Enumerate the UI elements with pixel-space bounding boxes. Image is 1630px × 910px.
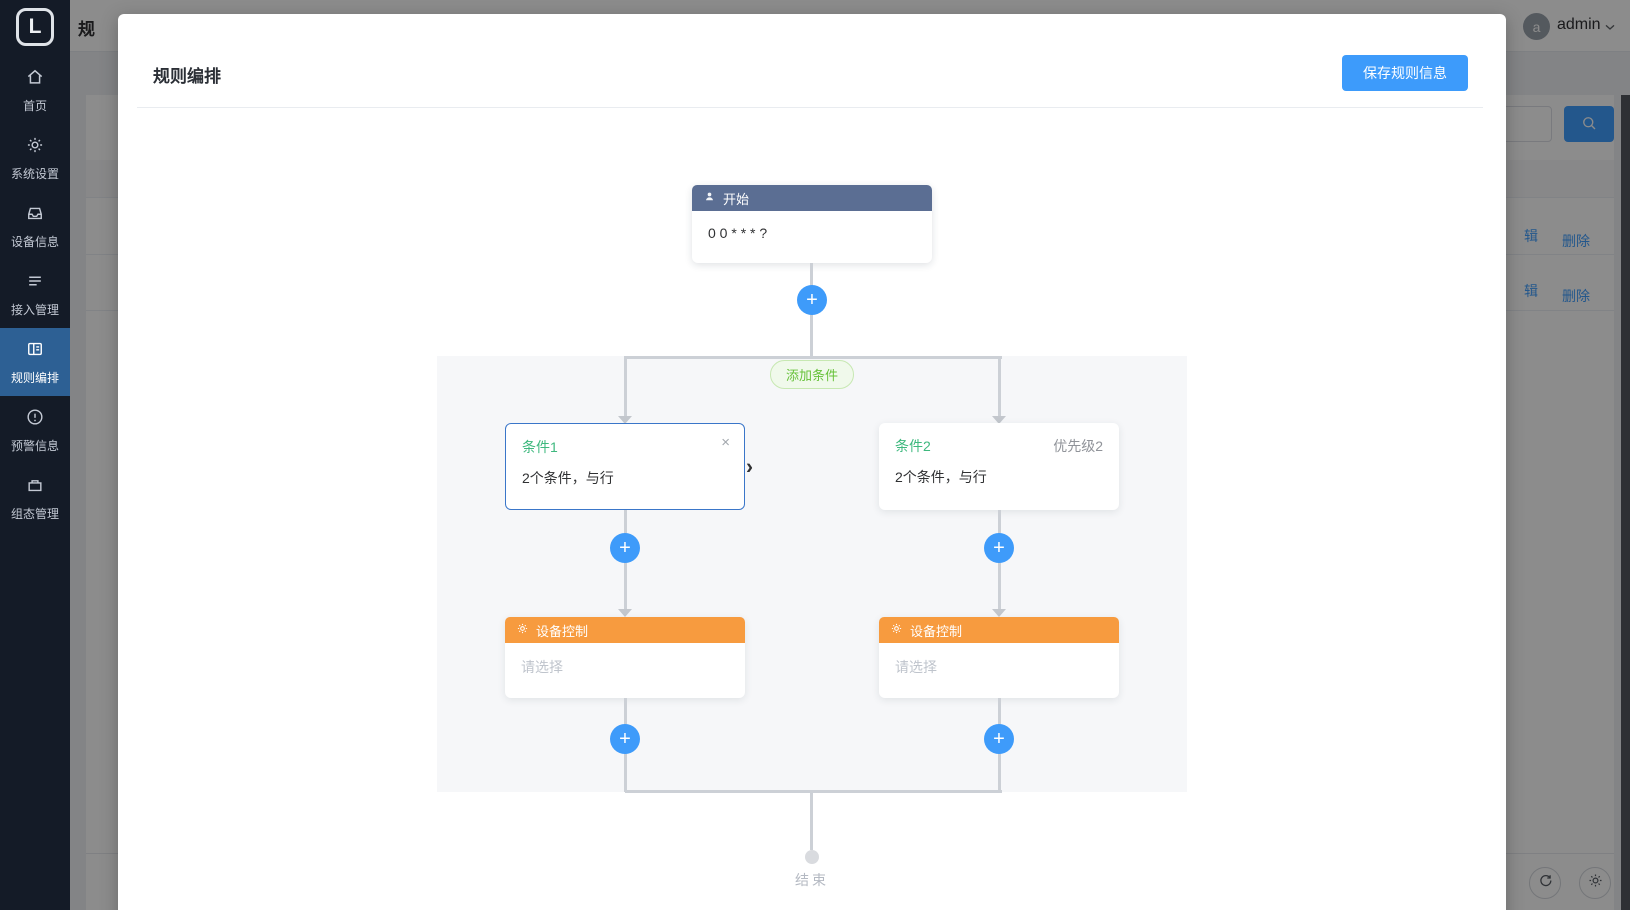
sidebar-item-rule-orchestration[interactable]: 规则编排 bbox=[0, 328, 70, 396]
plus-icon: + bbox=[993, 537, 1005, 559]
device-control-title: 设备控制 bbox=[536, 623, 589, 639]
connector-line bbox=[625, 790, 1002, 793]
add-condition-button[interactable]: 添加条件 bbox=[769, 360, 855, 389]
end-node-dot bbox=[805, 850, 819, 864]
sidebar-item-home[interactable]: 首页 bbox=[0, 56, 70, 124]
scrollbar[interactable] bbox=[1621, 95, 1630, 910]
condition-node-1[interactable]: 条件1 2个条件，与行 × › bbox=[505, 423, 753, 510]
arrow-down-icon bbox=[618, 609, 632, 617]
dialog-title: 规则编排 bbox=[153, 67, 221, 86]
person-icon bbox=[703, 190, 716, 206]
add-node-button[interactable]: + bbox=[984, 724, 1014, 754]
connector-line bbox=[625, 356, 1002, 359]
alert-circle-icon bbox=[25, 407, 45, 432]
app-logo[interactable]: L bbox=[16, 8, 54, 46]
sidebar-item-label: 设备信息 bbox=[10, 234, 59, 249]
sidebar-item-device-info[interactable]: 设备信息 bbox=[0, 192, 70, 260]
device-control-node-1[interactable]: 设备控制 请选择 bbox=[505, 617, 745, 698]
sidebar-item-label: 系统设置 bbox=[10, 166, 59, 181]
connector-line bbox=[624, 356, 627, 418]
config-box-icon bbox=[25, 475, 45, 500]
connector-line bbox=[810, 790, 813, 850]
username-label[interactable]: admin bbox=[1557, 16, 1601, 33]
condition-summary: 2个条件，与行 bbox=[895, 469, 987, 485]
table-row: 辑 删除 bbox=[1524, 281, 1590, 306]
device-control-title: 设备控制 bbox=[910, 623, 963, 639]
refresh-button[interactable] bbox=[1529, 867, 1561, 899]
settings-button[interactable] bbox=[1579, 867, 1611, 899]
device-inbox-icon bbox=[25, 203, 45, 228]
avatar[interactable]: a bbox=[1523, 13, 1550, 40]
arrow-down-icon bbox=[992, 609, 1006, 617]
sidebar-item-config-management[interactable]: 组态管理 bbox=[0, 464, 70, 532]
add-node-button[interactable]: + bbox=[984, 533, 1014, 563]
device-control-placeholder: 请选择 bbox=[521, 659, 563, 675]
branch-panel bbox=[437, 356, 1187, 792]
condition-node-2[interactable]: 条件2 优先级2 2个条件，与行 bbox=[879, 423, 1119, 510]
arrow-down-icon bbox=[618, 416, 632, 424]
gear-icon bbox=[516, 622, 529, 638]
sidebar-item-label: 接入管理 bbox=[10, 302, 59, 317]
start-node-cron-value: 0 0 * * * ? bbox=[708, 225, 768, 241]
sidebar-item-label: 预警信息 bbox=[10, 438, 59, 453]
plus-icon: + bbox=[993, 728, 1005, 750]
chevron-down-icon[interactable] bbox=[1602, 19, 1618, 35]
search-icon bbox=[1580, 114, 1598, 135]
background-page-title-fragment: 规 bbox=[78, 20, 95, 39]
plus-icon: + bbox=[619, 537, 631, 559]
add-node-button[interactable]: + bbox=[797, 285, 827, 315]
device-control-header: 设备控制 bbox=[879, 617, 1119, 643]
sidebar-item-label: 首页 bbox=[22, 98, 47, 113]
close-icon[interactable]: × bbox=[721, 434, 730, 451]
sidebar: L 首页 系统设置 设备信息 接入管 bbox=[0, 0, 70, 910]
edit-link[interactable]: 辑 bbox=[1524, 228, 1538, 244]
add-node-button[interactable]: + bbox=[610, 724, 640, 754]
sidebar-item-alert-info[interactable]: 预警信息 bbox=[0, 396, 70, 464]
condition-title: 条件2 bbox=[895, 438, 931, 454]
home-icon bbox=[25, 67, 45, 92]
dialog-divider bbox=[137, 107, 1483, 108]
start-node-header: 开始 bbox=[692, 185, 932, 211]
start-node-title: 开始 bbox=[723, 191, 750, 207]
start-node[interactable]: 开始 0 0 * * * ? bbox=[692, 185, 932, 263]
edit-link[interactable]: 辑 bbox=[1524, 283, 1538, 299]
save-rule-button[interactable]: 保存规则信息 bbox=[1342, 55, 1468, 91]
table-row: 辑 删除 bbox=[1524, 226, 1590, 251]
gear-icon bbox=[25, 135, 45, 160]
add-node-button[interactable]: + bbox=[610, 533, 640, 563]
device-control-node-2[interactable]: 设备控制 请选择 bbox=[879, 617, 1119, 698]
sidebar-item-access-management[interactable]: 接入管理 bbox=[0, 260, 70, 328]
refresh-icon bbox=[1537, 872, 1554, 894]
chevron-right-icon[interactable]: › bbox=[746, 455, 753, 478]
access-list-icon bbox=[25, 271, 45, 296]
connector-line bbox=[998, 356, 1001, 418]
device-control-placeholder: 请选择 bbox=[895, 659, 937, 675]
sidebar-item-label: 规则编排 bbox=[10, 370, 59, 385]
device-control-header: 设备控制 bbox=[505, 617, 745, 643]
sidebar-item-system-settings[interactable]: 系统设置 bbox=[0, 124, 70, 192]
delete-link[interactable]: 删除 bbox=[1562, 233, 1590, 249]
arrow-down-icon bbox=[992, 416, 1006, 424]
rule-orchestration-dialog: 规则编排 保存规则信息 开始 0 0 * * * ? + 添加条件 bbox=[118, 14, 1506, 910]
plus-icon: + bbox=[619, 728, 631, 750]
condition-title: 条件1 bbox=[522, 439, 558, 455]
condition-priority: 优先级2 bbox=[1053, 438, 1103, 454]
search-button[interactable] bbox=[1564, 106, 1614, 142]
condition-summary: 2个条件，与行 bbox=[522, 470, 614, 486]
gear-icon bbox=[1587, 872, 1604, 894]
delete-link[interactable]: 删除 bbox=[1562, 288, 1590, 304]
end-label: 结束 bbox=[795, 872, 829, 888]
gear-icon bbox=[890, 622, 903, 638]
sidebar-item-label: 组态管理 bbox=[10, 506, 59, 521]
rules-board-icon bbox=[25, 339, 45, 364]
plus-icon: + bbox=[806, 289, 818, 311]
